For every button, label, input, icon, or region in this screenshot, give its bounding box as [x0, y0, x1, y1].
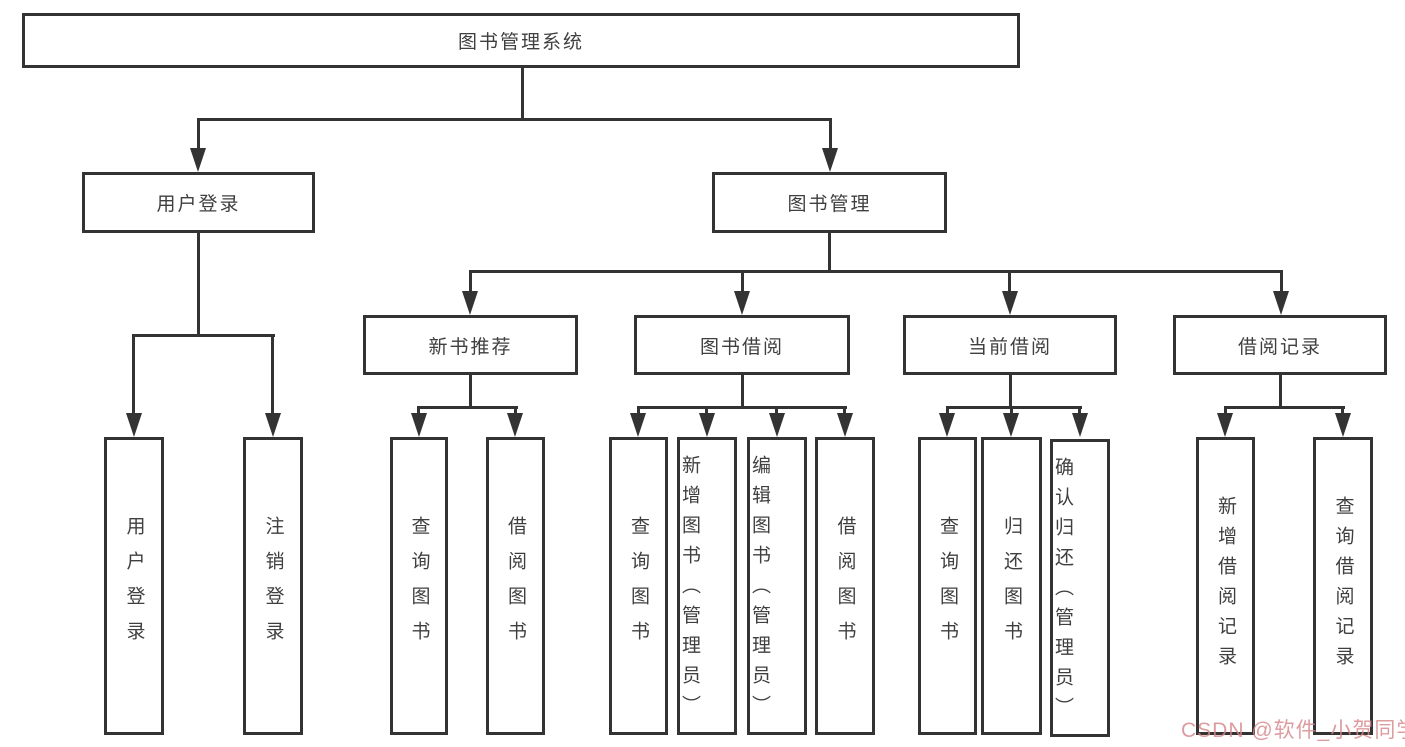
arrow-down-icon	[837, 413, 853, 437]
node-book-management: 图书管理	[712, 172, 947, 233]
arrow-down-icon	[1003, 413, 1019, 437]
node-current-borrowing: 当前借阅	[903, 315, 1117, 375]
leaf-add-borrow-record: 新增借阅记录	[1196, 437, 1255, 735]
leaf-label: 查询借阅记录	[1332, 496, 1354, 676]
leaf-logout: 注销登录	[243, 437, 303, 735]
arrow-down-icon	[265, 413, 281, 437]
connector-line	[417, 406, 518, 409]
connector-line	[741, 272, 744, 293]
leaf-query-books-3: 查询图书	[918, 437, 977, 735]
arrow-down-icon	[1217, 413, 1233, 437]
connector-line	[1279, 375, 1282, 408]
node-new-book-recommend: 新书推荐	[363, 315, 578, 375]
connector-line	[829, 120, 832, 151]
leaf-add-books-admin: 新增图书（管理员）	[677, 437, 737, 735]
node-label: 图书借阅	[699, 336, 784, 358]
connector-line	[197, 233, 200, 336]
node-label: 新书推荐	[428, 336, 513, 358]
leaf-label: 查询图书	[408, 516, 430, 656]
node-root: 图书管理系统	[22, 13, 1020, 68]
connector-line	[469, 375, 472, 408]
connector-line	[514, 408, 517, 415]
node-label: 图书管理系统	[457, 32, 584, 53]
node-user-login: 用户登录	[82, 172, 315, 233]
connector-line	[132, 334, 275, 337]
arrow-down-icon	[822, 148, 838, 172]
connector-line	[1341, 408, 1344, 415]
leaf-label: 新增借阅记录	[1215, 496, 1236, 676]
connector-line	[1008, 272, 1011, 293]
leaf-label: 借阅图书	[505, 516, 526, 656]
connector-line	[828, 233, 831, 272]
arrow-down-icon	[462, 291, 478, 315]
arrow-down-icon	[126, 413, 142, 437]
leaf-label: 注销登录	[262, 516, 284, 656]
arrow-down-icon	[1002, 291, 1018, 315]
connector-line	[741, 375, 744, 408]
connector-line	[132, 336, 135, 415]
arrow-down-icon	[769, 413, 785, 437]
arrow-down-icon	[1335, 413, 1351, 437]
connector-line	[197, 120, 200, 151]
leaf-query-borrow-record: 查询借阅记录	[1313, 437, 1373, 735]
connector-line	[1009, 375, 1012, 408]
arrow-down-icon	[734, 291, 750, 315]
node-label: 借阅记录	[1237, 336, 1322, 358]
connector-line	[946, 408, 949, 415]
connector-line	[417, 408, 420, 415]
connector-line	[946, 406, 1082, 409]
node-borrowing-records: 借阅记录	[1173, 315, 1387, 375]
leaf-label: 查询图书	[937, 516, 958, 656]
leaf-query-books-2: 查询图书	[609, 437, 668, 735]
connector-line	[1224, 406, 1345, 409]
csdn-watermark: CSDN @软件_小贺同学	[1181, 719, 1405, 742]
leaf-label: 查询图书	[628, 516, 649, 656]
leaf-query-books-1: 查询图书	[390, 437, 448, 735]
arrow-down-icon	[699, 413, 715, 437]
connector-line	[1224, 408, 1227, 415]
connector-line	[775, 408, 778, 415]
leaf-return-books: 归还图书	[981, 437, 1042, 735]
arrow-down-icon	[1273, 291, 1289, 315]
leaf-borrow-books-1: 借阅图书	[486, 437, 545, 735]
connector-line	[705, 408, 708, 415]
connector-line	[469, 270, 1283, 273]
arrow-down-icon	[411, 413, 427, 437]
arrow-down-icon	[507, 413, 523, 437]
leaf-label: 新增图书（管理员）	[679, 455, 700, 725]
connector-line	[1010, 408, 1013, 415]
connector-line	[469, 272, 472, 293]
connector-line	[637, 408, 640, 415]
connector-line	[1078, 408, 1081, 415]
arrow-down-icon	[939, 413, 955, 437]
leaf-borrow-books-2: 借阅图书	[815, 437, 875, 735]
arrow-down-icon	[630, 413, 646, 437]
node-label: 用户登录	[156, 194, 241, 215]
node-label: 当前借阅	[967, 336, 1052, 358]
leaf-label: 归还图书	[1001, 516, 1022, 656]
leaf-label: 编辑图书（管理员）	[749, 455, 770, 725]
node-book-borrowing: 图书借阅	[634, 315, 850, 375]
leaf-edit-books-admin: 编辑图书（管理员）	[747, 437, 807, 735]
leaf-confirm-return-admin: 确认归还（管理员）	[1050, 439, 1110, 737]
leaf-user-login: 用户登录	[104, 437, 164, 735]
arrow-down-icon	[190, 148, 206, 172]
connector-line	[197, 118, 832, 121]
leaf-label: 确认归还（管理员）	[1052, 457, 1073, 727]
connector-line	[1280, 272, 1283, 293]
connector-line	[637, 406, 847, 409]
connector-line	[271, 336, 274, 415]
connector-line	[843, 408, 846, 415]
connector-line	[521, 68, 524, 120]
arrow-down-icon	[1072, 413, 1088, 437]
leaf-label: 借阅图书	[834, 516, 856, 656]
leaf-label: 用户登录	[123, 516, 145, 656]
node-label: 图书管理	[787, 194, 872, 215]
